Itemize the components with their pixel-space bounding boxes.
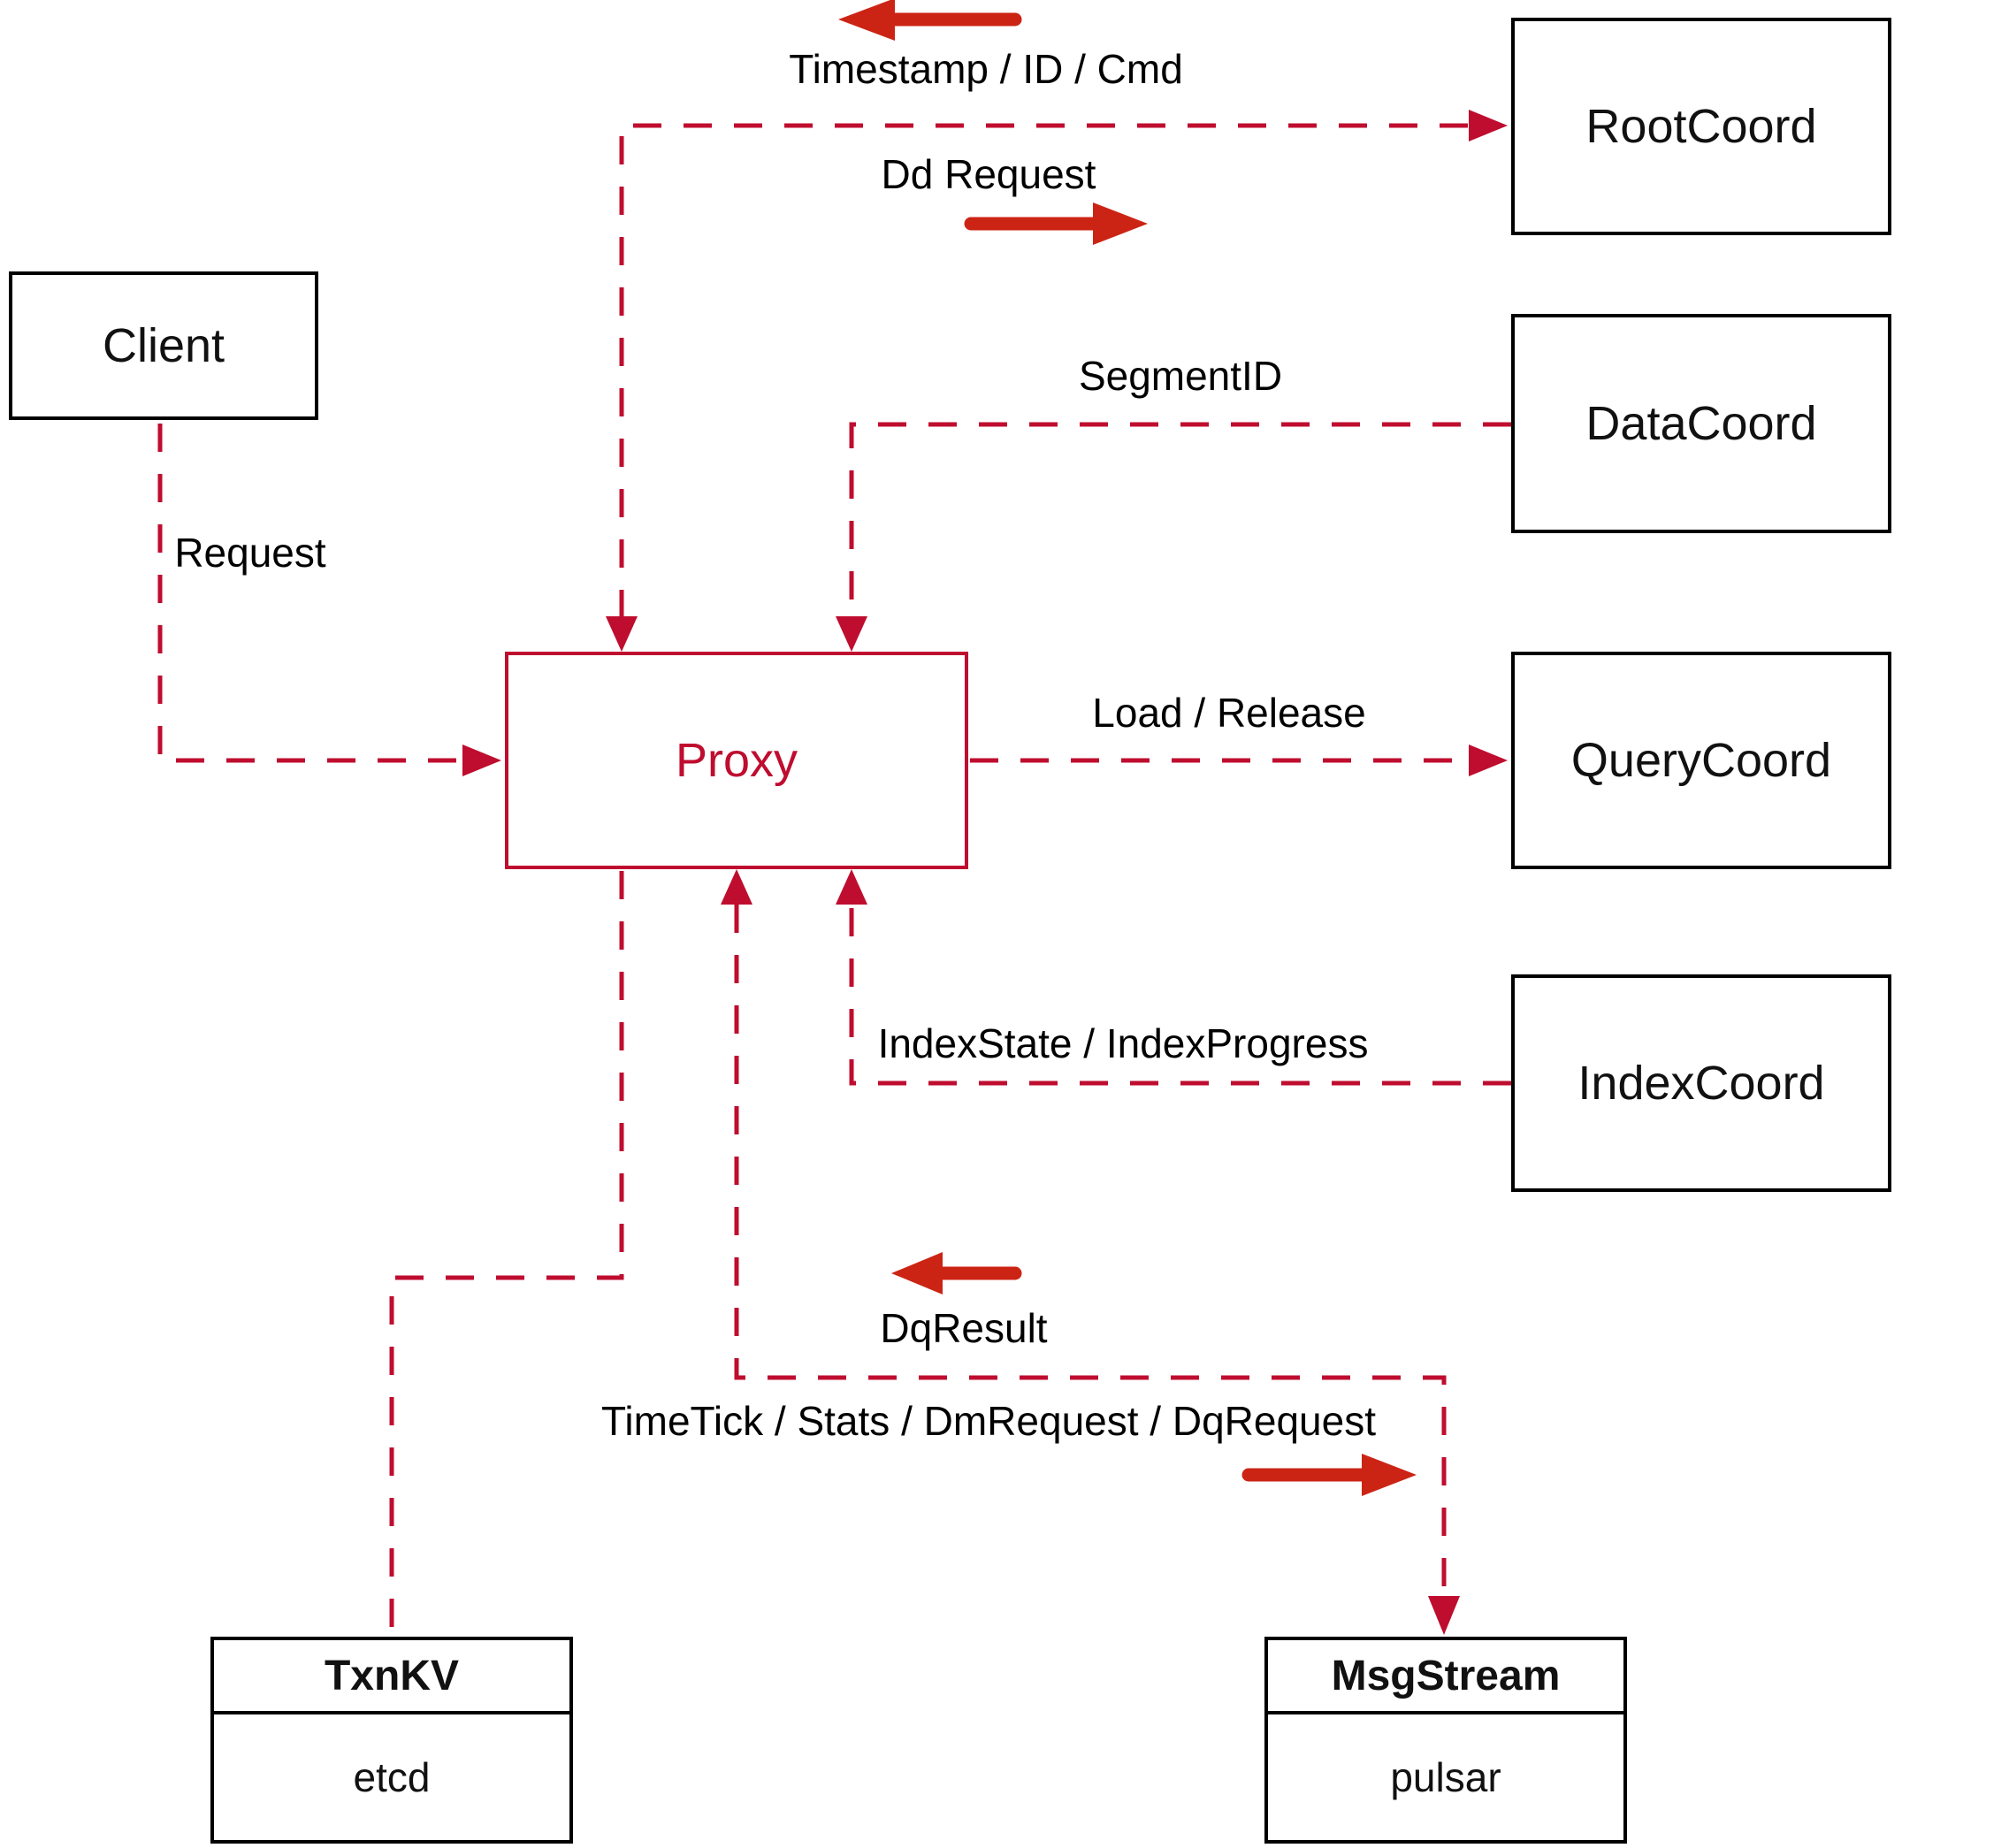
edge-client-to-proxy <box>157 424 461 763</box>
flow-arrow-right-timetick-head-icon <box>1362 1454 1417 1496</box>
node-client-label: Client <box>102 319 225 372</box>
arrowhead-into-proxy-top-right <box>836 616 867 652</box>
flow-arrow-right-ddrequest-head-icon <box>1093 202 1148 245</box>
node-rootcoord: RootCoord <box>1511 18 1891 235</box>
edge-label-request: Request <box>174 530 326 576</box>
edge-label-timetick-stats-dmrequest-dqrequest: TimeTick / Stats / DmRequest / DqRequest <box>601 1398 1376 1444</box>
arrowhead-into-msgstream <box>1428 1596 1460 1635</box>
arrowhead-into-proxy-left <box>462 745 501 776</box>
node-indexcoord-label: IndexCoord <box>1577 1057 1825 1110</box>
node-datacoord-label: DataCoord <box>1585 397 1817 450</box>
arrowhead-into-querycoord <box>1469 745 1508 776</box>
node-msgstream: MsgStream pulsar <box>1264 1637 1627 1844</box>
node-txnkv: TxnKV etcd <box>210 1637 573 1844</box>
arrowhead-into-rootcoord <box>1469 110 1508 141</box>
node-querycoord-label: QueryCoord <box>1570 734 1832 787</box>
edge-label-segmentid: SegmentID <box>1078 353 1283 399</box>
node-client: Client <box>9 271 318 420</box>
edge-proxy-to-rootcoord <box>619 123 1469 618</box>
arrowhead-into-proxy-bottom-right <box>836 869 867 905</box>
node-querycoord: QueryCoord <box>1511 652 1891 869</box>
node-txnkv-title: TxnKV <box>214 1640 569 1714</box>
flow-arrow-left-dqresult-head-icon <box>891 1252 943 1294</box>
arrowhead-into-proxy-bottom-left <box>721 869 752 905</box>
edge-label-load-release: Load / Release <box>1092 690 1366 736</box>
node-msgstream-title: MsgStream <box>1268 1640 1623 1714</box>
node-txnkv-impl: etcd <box>353 1754 431 1800</box>
edge-label-dd-request: Dd Request <box>881 151 1096 197</box>
edge-indexcoord-to-proxy <box>849 905 1511 1086</box>
node-proxy: Proxy <box>505 652 968 869</box>
edge-proxy-to-txnkv <box>389 871 624 1635</box>
node-msgstream-impl: pulsar <box>1390 1754 1501 1800</box>
edge-proxy-to-msgstream <box>734 905 1447 1594</box>
edge-label-timestamp-id-cmd: Timestamp / ID / Cmd <box>789 46 1183 92</box>
edge-datacoord-to-proxy <box>849 422 1511 618</box>
edge-label-dqresult: DqResult <box>880 1305 1048 1351</box>
arrowhead-into-proxy-top-left <box>606 616 638 652</box>
node-indexcoord: IndexCoord <box>1511 974 1891 1192</box>
flow-arrow-left-timestamp-head-icon <box>838 0 895 41</box>
edge-label-indexstate-indexprogress: IndexState / IndexProgress <box>877 1020 1369 1066</box>
node-proxy-label: Proxy <box>675 734 798 787</box>
node-datacoord: DataCoord <box>1511 314 1891 533</box>
node-rootcoord-label: RootCoord <box>1585 100 1817 153</box>
